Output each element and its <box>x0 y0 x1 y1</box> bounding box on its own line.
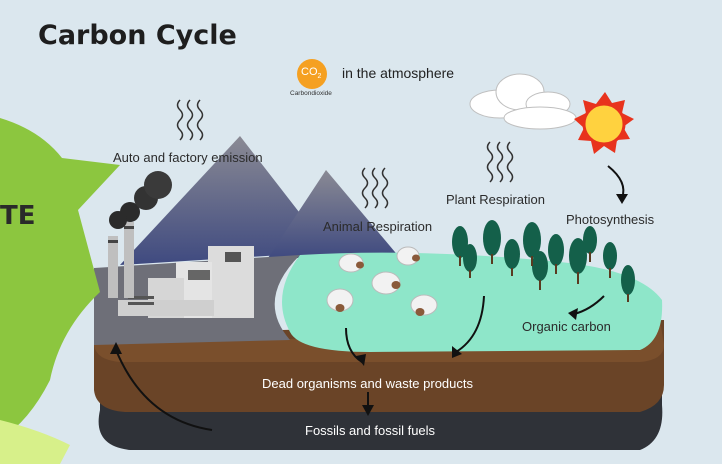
tree <box>583 226 597 254</box>
co2-badge-icon <box>297 59 327 89</box>
factory <box>108 171 254 318</box>
plant-respiration-label: Plant Respiration <box>446 192 545 207</box>
tree <box>452 226 468 258</box>
chimney-2 <box>124 222 134 298</box>
wavy-arrows-icon <box>361 167 389 209</box>
tree <box>532 251 548 281</box>
wavy-arrows-icon <box>486 141 514 183</box>
auto-emission-label: Auto and factory emission <box>113 150 263 165</box>
sheep-icon <box>410 294 438 316</box>
co2-symbol: CO2 <box>301 66 322 81</box>
tree <box>569 238 587 274</box>
fossil-to-industry-arrow-icon <box>115 349 213 431</box>
plant-decay-arrow-icon <box>455 295 485 353</box>
factory-stripe-1 <box>128 296 154 299</box>
mountain-large <box>120 136 330 265</box>
diagram-title: Carbon Cycle <box>38 20 237 51</box>
atmosphere-label: in the atmosphere <box>342 65 455 81</box>
factory-stripe-2 <box>128 302 154 305</box>
tree <box>463 244 477 272</box>
sheep-group <box>326 246 438 316</box>
green-banner-shape <box>0 118 120 440</box>
side-banner-text: TE <box>0 201 36 231</box>
sun-icon <box>574 92 634 154</box>
chimney-band-2 <box>124 226 134 229</box>
flow-arrows <box>110 165 628 431</box>
wavy-arrows-icon <box>176 99 204 141</box>
dead-organisms-label: Dead organisms and waste products <box>262 376 474 391</box>
side-banner <box>0 118 120 464</box>
wave-group <box>176 99 514 209</box>
tree-trunks <box>459 252 629 302</box>
forest <box>452 220 635 295</box>
banner-accent <box>0 420 70 464</box>
sheep-icon <box>396 246 420 266</box>
sheep-icon <box>326 288 354 312</box>
co2-caption: Carbondioxide <box>290 90 332 97</box>
sheep-icon <box>338 253 364 273</box>
tree <box>621 265 635 295</box>
tree <box>548 234 564 266</box>
tree <box>483 220 501 256</box>
animal-respiration-label: Animal Respiration <box>323 219 433 234</box>
chimney-1 <box>108 236 118 298</box>
photosynthesis-label: Photosynthesis <box>566 212 655 227</box>
chimney-band-1 <box>108 240 118 243</box>
sheep-icon <box>371 271 401 295</box>
tree <box>504 239 520 269</box>
organic-carbon-label: Organic carbon <box>522 319 611 334</box>
mountain-small <box>268 170 400 258</box>
factory-vent <box>188 270 210 280</box>
mountains <box>120 136 400 265</box>
tree <box>603 242 617 270</box>
cloud-icon <box>469 73 577 130</box>
smoke-puff <box>144 171 172 199</box>
smoke-puff <box>109 211 127 229</box>
factory-window <box>225 252 241 262</box>
tree <box>523 222 541 258</box>
fossils-label: Fossils and fossil fuels <box>305 423 436 438</box>
